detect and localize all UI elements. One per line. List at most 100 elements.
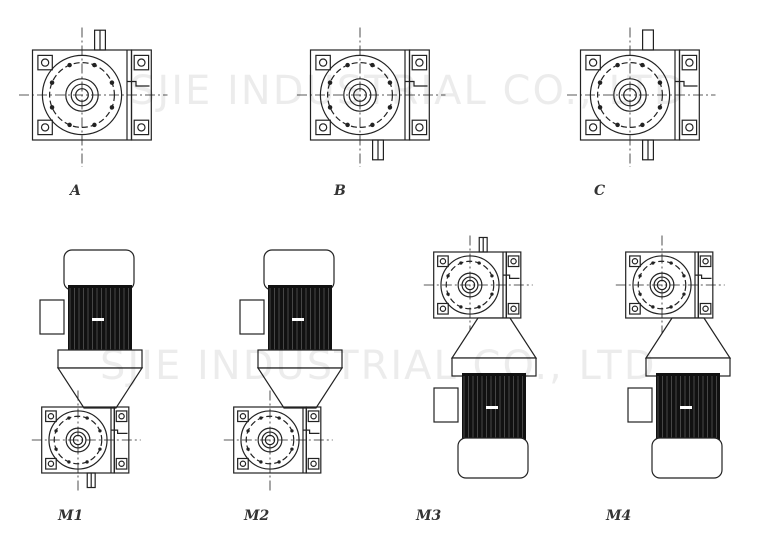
corner-bolt-hole <box>318 58 328 67</box>
corner-bolt-box <box>437 255 449 268</box>
flange-bolt <box>459 261 463 265</box>
corner-bolt-hole <box>439 305 447 312</box>
corner-bolt-box <box>411 119 428 136</box>
fan-cover <box>457 437 529 479</box>
corner-bolt-box <box>45 410 57 423</box>
fan-cover <box>263 249 335 291</box>
flange-bolt <box>67 62 72 68</box>
corner-bolt-box <box>115 410 128 423</box>
motor-m3 <box>433 317 538 479</box>
flange-bolt <box>49 80 55 85</box>
corner-bolt-box <box>45 457 57 470</box>
flange-bolt <box>345 62 350 68</box>
corner-bolt-box <box>133 119 150 136</box>
flange-bolt <box>477 305 481 309</box>
corner-bolt-hole <box>510 305 517 312</box>
corner-bolt-hole <box>685 58 694 67</box>
corner-bolt-box <box>681 54 698 71</box>
corner-bolt-hole <box>588 58 598 67</box>
corner-bolt-box <box>699 255 712 268</box>
label-position-m4: M4 <box>606 508 632 524</box>
gearbox-m1 <box>31 390 141 493</box>
flange-bolt <box>638 292 642 296</box>
gearbox-m4 <box>615 235 725 338</box>
nameplate <box>486 406 498 409</box>
flange-bolt <box>246 429 250 433</box>
flange-bolt <box>259 460 263 464</box>
flange-bolt <box>370 62 375 68</box>
terminal-box <box>239 299 265 335</box>
flange-bolt <box>277 460 281 464</box>
flange-bolt <box>259 416 263 420</box>
flange-bolt <box>387 105 393 110</box>
flange-bolt <box>459 305 463 309</box>
flange-bolt <box>669 305 673 309</box>
flange-bolt <box>640 122 645 128</box>
corner-bolt-hole <box>702 305 709 312</box>
flange-bolt <box>327 80 333 85</box>
flange-bolt <box>109 80 115 85</box>
flange-bolt <box>67 416 71 420</box>
corner-bolt-hole <box>310 460 317 467</box>
flange-bolt <box>651 261 655 265</box>
bracket-line <box>405 80 428 87</box>
label-position-a: A <box>70 183 81 199</box>
adapter-cone <box>56 367 144 409</box>
corner-bolt-hole <box>588 123 598 132</box>
motor-flange <box>257 349 343 369</box>
flange-bolt <box>446 292 450 296</box>
corner-bolt-box <box>629 302 641 315</box>
flange-bolt <box>490 274 494 278</box>
nameplate <box>680 406 692 409</box>
corner-bolt-box <box>237 410 249 423</box>
corner-bolt-hole <box>239 412 247 420</box>
terminal-box <box>433 387 459 423</box>
corner-bolt-box <box>629 255 641 268</box>
corner-bolt-box <box>585 54 601 71</box>
flange-bolt <box>446 274 450 278</box>
flange-bolt <box>67 122 72 128</box>
flange-bolt <box>290 447 294 451</box>
corner-bolt-hole <box>118 412 125 420</box>
flange-bolt <box>657 80 663 85</box>
flange-bolt <box>85 460 89 464</box>
label-position-m2: M2 <box>244 508 270 524</box>
label-position-m3: M3 <box>416 508 442 524</box>
terminal-box <box>39 299 65 335</box>
corner-bolt-box <box>699 302 712 315</box>
nameplate <box>292 318 304 321</box>
corner-bolt-hole <box>631 305 639 312</box>
corner-bolt-box <box>315 54 331 71</box>
nameplate <box>92 318 104 321</box>
flange-bolt <box>92 62 97 68</box>
corner-bolt-hole <box>137 58 146 67</box>
corner-bolt-box <box>133 54 150 71</box>
label-position-b: B <box>334 183 346 199</box>
bracket-line <box>675 80 698 87</box>
motor-m2 <box>239 249 344 409</box>
corner-bolt-hole <box>702 257 709 265</box>
adapter-cone <box>256 367 344 409</box>
flange-bolt <box>651 305 655 309</box>
corner-bolt-box <box>37 119 53 136</box>
corner-bolt-box <box>437 302 449 315</box>
corner-bolt-hole <box>239 460 247 467</box>
corner-bolt-hole <box>415 58 424 67</box>
flange-bolt <box>67 460 71 464</box>
corner-bolt-hole <box>510 257 517 265</box>
corner-bolt-box <box>507 255 520 268</box>
corner-bolt-box <box>681 119 698 136</box>
flange-bolt <box>54 429 58 433</box>
flange-bolt <box>54 447 58 451</box>
corner-bolt-box <box>411 54 428 71</box>
corner-bolt-box <box>37 54 53 71</box>
flange-bolt <box>669 261 673 265</box>
flange-bolt <box>98 447 102 451</box>
bracket-line <box>111 429 128 434</box>
corner-bolt-hole <box>318 123 328 132</box>
corner-bolt-box <box>307 410 320 423</box>
flange-bolt <box>327 105 333 110</box>
flange-bolt <box>640 62 645 68</box>
